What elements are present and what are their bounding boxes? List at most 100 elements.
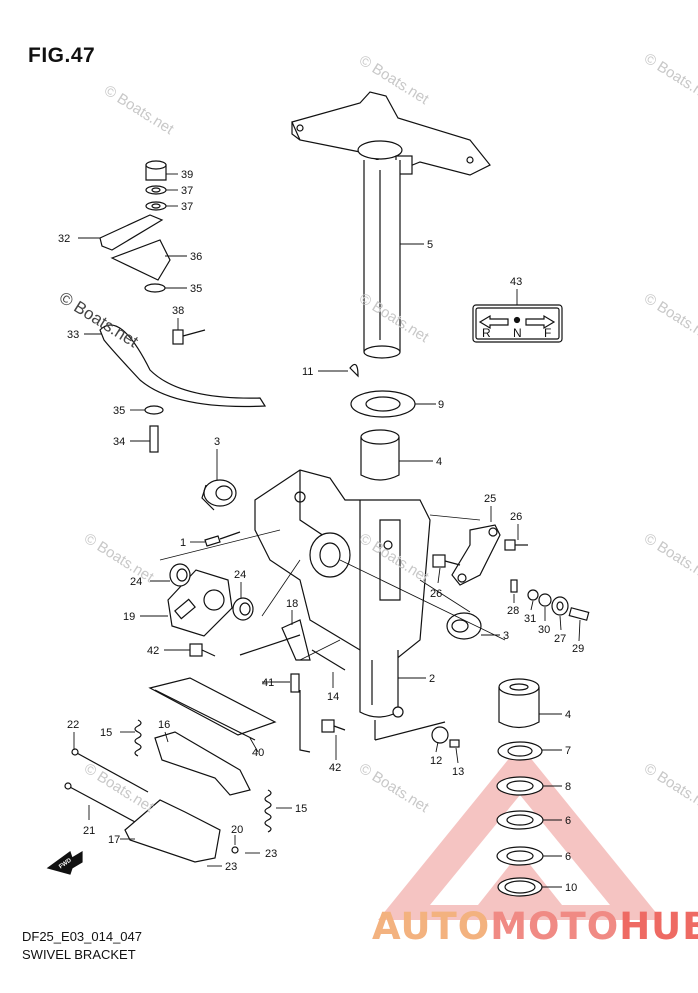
callout-1: 1 <box>180 537 186 549</box>
callout-18: 18 <box>286 598 298 610</box>
indicator-neutral-label: N <box>513 326 522 340</box>
indicator-forward-label: F <box>544 326 551 340</box>
bushing-4-lower <box>498 678 540 729</box>
bolt-1 <box>204 531 241 547</box>
brand-part-hub: HUB <box>619 905 698 948</box>
callout-30: 30 <box>538 624 550 636</box>
callout-4: 4 <box>565 709 571 721</box>
washer-37-upper <box>145 185 167 195</box>
figure-code: DF25_E03_014_047 <box>22 929 142 944</box>
brand-part-moto: MOTO <box>490 905 620 948</box>
callout-23: 23 <box>265 848 277 860</box>
callout-33: 33 <box>67 329 79 341</box>
callout-2: 2 <box>429 673 435 685</box>
pin-near-2 <box>392 706 404 718</box>
lever-18 <box>281 619 311 661</box>
callout-15: 15 <box>295 803 307 815</box>
washer-30 <box>538 593 552 607</box>
lever-32 <box>99 214 164 251</box>
fwd-arrow-icon <box>46 850 83 875</box>
callout-20: 20 <box>231 824 243 836</box>
callouts: 39 37 37 32 36 35 38 33 35 34 3 1 24 24 … <box>58 169 584 894</box>
bolt-42-left <box>189 643 216 657</box>
bolt-29 <box>568 607 590 621</box>
washer-7 <box>497 741 543 761</box>
callout-16: 16 <box>158 719 170 731</box>
bushing-4-upper <box>360 429 400 481</box>
plate-36 <box>110 239 171 281</box>
bolt-26-upper <box>504 539 528 551</box>
callout-25: 25 <box>484 493 496 505</box>
key-11 <box>349 363 359 378</box>
section-title: SWIVEL BRACKET <box>22 947 136 962</box>
callout-8: 8 <box>565 781 571 793</box>
indicator-reverse-label: R <box>482 326 491 340</box>
callout-35: 35 <box>190 283 202 295</box>
swivel-bracket-body <box>254 469 431 661</box>
washer-6-lower <box>496 846 544 866</box>
bushing-24-left <box>169 563 191 587</box>
callout-15: 15 <box>100 727 112 739</box>
bolt-38 <box>172 329 206 345</box>
callout-17: 17 <box>108 834 120 846</box>
callout-29: 29 <box>572 643 584 655</box>
rod-22 <box>71 748 149 793</box>
bushing-24-right <box>232 597 254 621</box>
brand-part-auto: AUTO <box>372 905 491 948</box>
callout-40: 40 <box>252 747 264 759</box>
callout-34: 34 <box>113 436 125 448</box>
thrust-washer-9 <box>350 390 416 418</box>
callout-24: 24 <box>234 569 246 581</box>
figure-title: FIG.47 <box>28 44 96 67</box>
callout-9: 9 <box>438 399 444 411</box>
callout-6: 6 <box>565 815 571 827</box>
assembly-lines <box>159 514 506 661</box>
link-rod-lower <box>299 690 311 753</box>
pin-14 <box>311 649 346 671</box>
callout-41: 41 <box>262 677 274 689</box>
callout-26: 26 <box>430 588 442 600</box>
bolt-42-right <box>321 719 346 733</box>
bushing-3-right <box>446 612 482 640</box>
callout-35: 35 <box>113 405 125 417</box>
snap-ring-10 <box>497 877 543 897</box>
spring-15-left <box>134 719 142 757</box>
callout-3: 3 <box>503 630 509 642</box>
callout-27: 27 <box>554 633 566 645</box>
tilt-lock-plate-19 <box>167 569 233 637</box>
swivel-tube-2 <box>359 640 399 718</box>
tilt-lever-33 <box>99 324 267 408</box>
callout-3: 3 <box>214 436 220 448</box>
callout-39: 39 <box>181 169 193 181</box>
callout-26: 26 <box>510 511 522 523</box>
bracket-17 <box>124 799 221 863</box>
spring-15-right <box>264 789 272 833</box>
callout-4: 4 <box>436 456 442 468</box>
callout-28: 28 <box>507 605 519 617</box>
callout-6: 6 <box>565 851 571 863</box>
callout-31: 31 <box>524 613 536 625</box>
callout-38: 38 <box>172 305 184 317</box>
callout-13: 13 <box>452 766 464 778</box>
callout-21: 21 <box>83 825 95 837</box>
steering-lever-25 <box>451 524 501 586</box>
pin-20 <box>231 846 239 854</box>
nut-27 <box>551 596 569 616</box>
pin-34 <box>149 425 159 453</box>
link-rod <box>239 634 301 656</box>
callout-22: 22 <box>67 719 79 731</box>
washer-31 <box>527 589 539 601</box>
shift-indicator-plate-43 <box>472 304 563 343</box>
washer-37-lower <box>145 201 167 211</box>
callout-37: 37 <box>181 185 193 197</box>
bushing-3-left <box>201 479 237 511</box>
washer-35-lower <box>144 405 164 415</box>
steering-shaft <box>363 160 401 359</box>
bracket-16 <box>154 731 251 796</box>
washer-35-upper <box>144 283 166 293</box>
callout-23: 23 <box>225 861 237 873</box>
callout-11: 11 <box>302 366 313 378</box>
cap-12 <box>431 726 449 744</box>
nut-39 <box>145 160 167 181</box>
